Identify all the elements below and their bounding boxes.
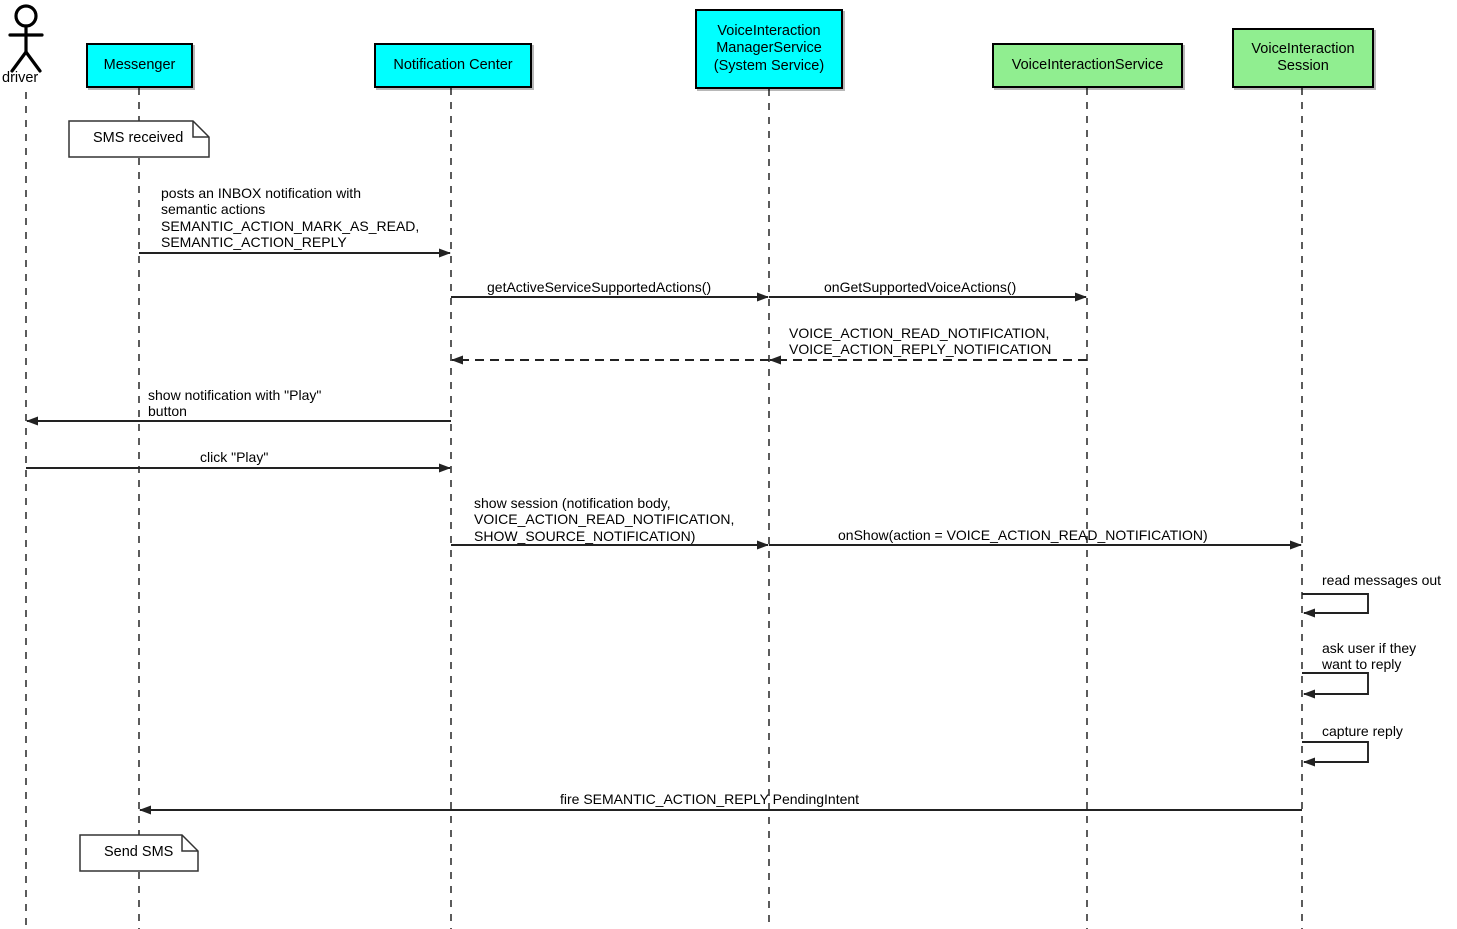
self-message-label-ask-user-if-they-want-to-reply: ask user if they want to reply	[1322, 640, 1417, 673]
note-shape-note-send-sms	[79, 834, 199, 872]
message-label-on-show: onShow(action = VOICE_ACTION_READ_NOTIFI…	[838, 527, 1208, 543]
lifelines	[25, 88, 1303, 929]
participant-box-voice-interaction-manager-service[interactable]: VoiceInteraction ManagerService (System …	[695, 9, 843, 89]
self-messages	[1302, 593, 1369, 767]
participant-label: Messenger	[103, 56, 176, 73]
actor-label-driver: driver	[2, 70, 39, 86]
note-shape-note-sms-received	[68, 120, 210, 158]
messages	[26, 248, 1302, 815]
self-message-label-capture-reply: capture reply	[1322, 723, 1403, 739]
actor-figures	[8, 4, 44, 73]
self-message-label-read-messages-out: read messages out	[1322, 572, 1442, 588]
actor-leg-right	[24, 50, 42, 73]
participant-box-voice-interaction-service[interactable]: VoiceInteractionService	[992, 43, 1183, 88]
self-message-arrow-self-msg-capture-reply	[1302, 741, 1369, 767]
message-label-fire-semantic-action-reply-pending-intent: fire SEMANTIC_ACTION_REPLY PendingIntent	[560, 791, 860, 807]
message-label-click-play: click "Play"	[200, 449, 269, 465]
message-label-show-notification-with-play-button: show notification with "Play" button	[148, 387, 322, 420]
note-fold-note-send-sms	[181, 835, 198, 852]
message-label-return-voice-actions: VOICE_ACTION_READ_NOTIFICATION, VOICE_AC…	[789, 325, 1052, 358]
message-label-get-active-service-supported-actions: getActiveServiceSupportedActions()	[487, 279, 712, 295]
message-label-show-session: show session (notification body, VOICE_A…	[474, 495, 735, 544]
participant-box-notification-center[interactable]: Notification Center	[374, 43, 532, 88]
participant-box-messenger[interactable]: Messenger	[86, 43, 193, 88]
notes	[68, 120, 210, 872]
participant-label: VoiceInteraction ManagerService (System …	[713, 23, 825, 74]
actor-head-icon	[14, 4, 38, 28]
self-message-arrow-self-msg-ask-user-if-they-want-to-reply	[1302, 672, 1369, 699]
message-label-on-get-supported-voice-actions: onGetSupportedVoiceActions()	[824, 279, 1017, 295]
message-label-post-inbox-notification: posts an INBOX notification with semanti…	[161, 185, 420, 251]
actor-leg-left	[10, 50, 28, 73]
participant-label: Notification Center	[393, 56, 513, 73]
note-fold-note-sms-received	[192, 121, 209, 138]
note-label-sms-received: SMS received	[93, 130, 184, 146]
participant-label: VoiceInteraction Session	[1251, 40, 1355, 74]
participant-box-voice-interaction-session[interactable]: VoiceInteraction Session	[1232, 28, 1374, 88]
note-label-send-sms: Send SMS	[104, 844, 174, 860]
participant-label: VoiceInteractionService	[1011, 56, 1164, 73]
self-message-arrow-self-msg-read-messages-out	[1302, 593, 1369, 618]
